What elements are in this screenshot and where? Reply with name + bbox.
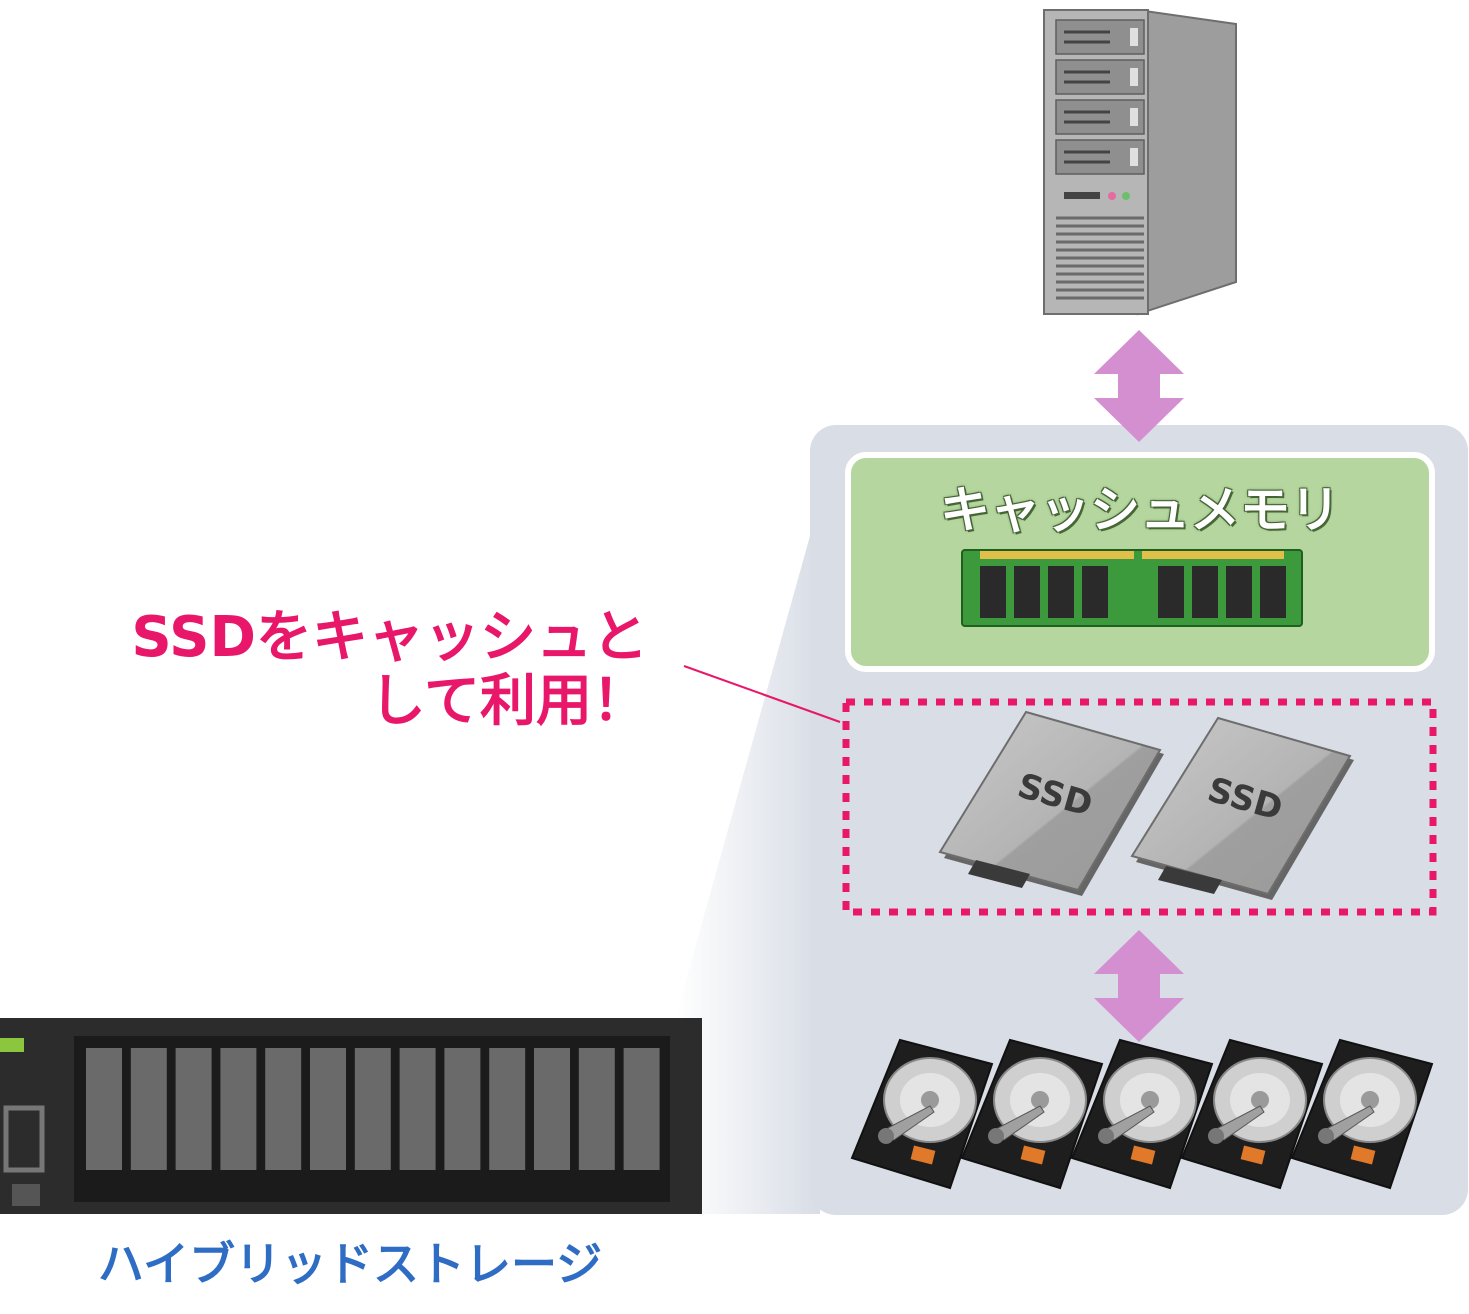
ssd-cache-boundary: [842, 698, 1437, 916]
rack-led-icon: [0, 1038, 24, 1052]
drive-bay: [130, 1048, 167, 1170]
drive-bay: [354, 1048, 391, 1170]
hdd-icon: [850, 1038, 994, 1190]
ssd-drive-icon: SSD: [1130, 716, 1354, 900]
callout-line-1: SSDをキャッシュと: [131, 605, 648, 670]
callout-leader-line: [683, 665, 841, 723]
memory-module-icon: [961, 549, 1303, 627]
drive-bay: [175, 1048, 212, 1170]
hdd-icon: [1180, 1038, 1324, 1190]
cache-memory-title: キャッシュメモリ: [940, 481, 1340, 539]
server-tower-icon: [1043, 8, 1237, 316]
hdd-array: [850, 1038, 1434, 1190]
storage-rack-icon: [0, 1018, 702, 1214]
drive-bay: [578, 1048, 615, 1170]
drive-bay: [444, 1048, 481, 1170]
drive-bay: [623, 1048, 660, 1170]
ssd-cache-callout: SSDをキャッシュと して利用！: [60, 606, 648, 734]
hybrid-storage-label: ハイブリッドストレージ: [97, 1237, 603, 1291]
hdd-icon: [1070, 1038, 1214, 1190]
drive-bay: [265, 1048, 302, 1170]
drive-bay: [220, 1048, 257, 1170]
zoom-beam: [676, 500, 820, 1214]
drive-bay: [86, 1048, 122, 1170]
drive-bay: [489, 1048, 526, 1170]
ssd-drive-icon: SSD: [938, 710, 1164, 896]
hdd-icon: [960, 1038, 1104, 1190]
callout-line-2: して利用！: [369, 669, 648, 734]
drive-bay: [399, 1048, 436, 1170]
double-arrow-icon: [1094, 930, 1184, 1042]
hdd-icon: [1290, 1038, 1434, 1190]
double-arrow-icon: [1094, 330, 1184, 442]
drive-bay: [534, 1048, 570, 1170]
drive-bay: [310, 1048, 346, 1170]
